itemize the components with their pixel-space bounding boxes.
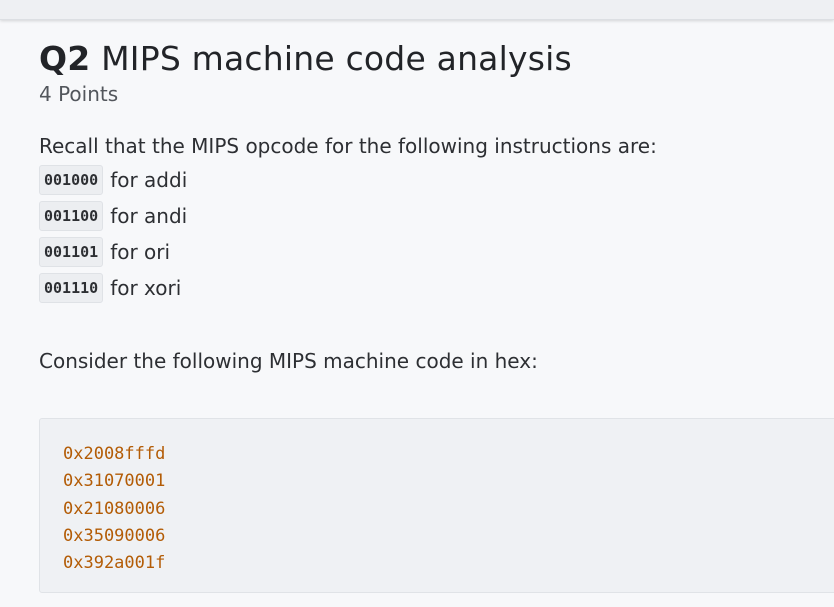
opcode-description: for ori <box>110 240 171 264</box>
machine-code-block: 0x2008fffd 0x31070001 0x21080006 0x35090… <box>39 418 834 593</box>
machine-code-line: 0x21080006 <box>63 498 166 519</box>
machine-code-line: 0x392a001f <box>63 553 166 574</box>
opcode-description: for addi <box>110 168 188 192</box>
opcode-description: for andi <box>110 204 188 228</box>
intro-text: Recall that the MIPS opcode for the foll… <box>39 134 657 158</box>
machine-code-line: 0x35090006 <box>63 525 166 546</box>
top-bar <box>0 0 834 20</box>
opcode-description: for xori <box>110 276 182 300</box>
opcode-row-andi: 001100 for andi <box>39 198 834 234</box>
opcode-list: 001000 for addi 001100 for andi 001101 f… <box>39 162 834 306</box>
opcode-code: 001110 <box>39 273 104 303</box>
question-number: Q2 <box>39 39 91 78</box>
machine-code-line: 0x2008fffd <box>63 444 166 464</box>
question-points: 4 Points <box>39 82 119 106</box>
opcode-row-xori: 001110 for xori <box>39 270 834 306</box>
machine-code-line: 0x31070001 <box>63 471 166 492</box>
opcode-code: 001000 <box>39 165 104 195</box>
opcode-row-addi: 001000 for addi <box>39 162 834 198</box>
question-title-text: MIPS machine code analysis <box>101 39 572 78</box>
opcode-code: 001100 <box>39 201 104 231</box>
opcode-code: 001101 <box>39 237 104 267</box>
opcode-row-ori: 001101 for ori <box>39 234 834 270</box>
question-title: Q2 MIPS machine code analysis <box>39 38 834 80</box>
prompt-text: Consider the following MIPS machine code… <box>39 349 538 373</box>
question-content: Q2 MIPS machine code analysis 4 Points R… <box>39 38 834 374</box>
